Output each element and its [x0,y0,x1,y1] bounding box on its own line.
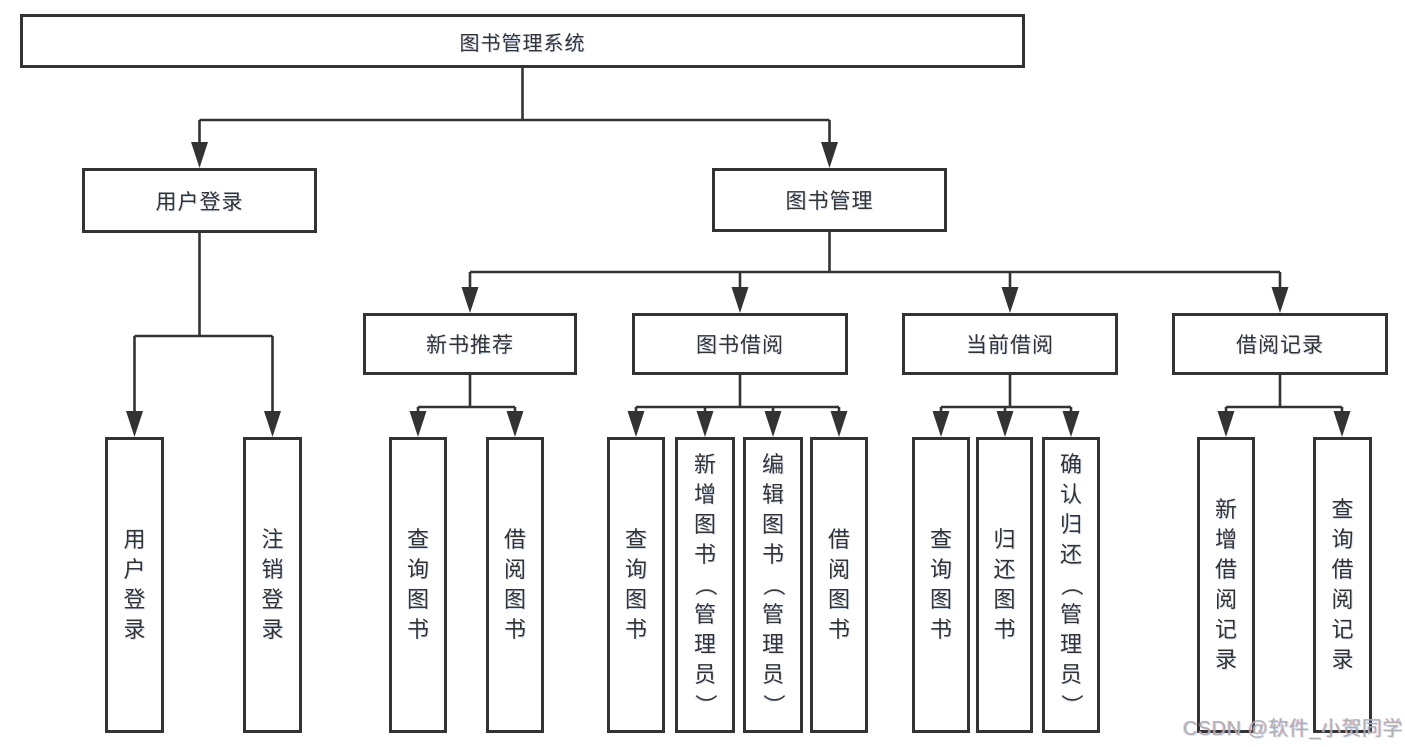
node-label: 查询图书 [624,527,647,642]
leaf-borrow-borrow-book: 借阅图书 [810,437,868,733]
leaf-current-confirm-return-admin: 确认归还（管理员） [1042,437,1100,733]
node-label: 新增借阅记录 [1214,497,1237,672]
node-label: 借阅记录 [1236,334,1324,357]
node-book-management: 图书管理 [712,168,947,232]
node-label: 查询图书 [929,527,952,642]
node-label: 查询借阅记录 [1331,497,1354,672]
node-borrow-record: 借阅记录 [1172,313,1388,375]
leaf-record-query: 查询借阅记录 [1313,437,1372,733]
node-label: 图书管理 [785,190,874,213]
node-label: 编辑图书（管理员） [760,452,786,717]
node-user-login: 用户登录 [82,168,317,233]
leaf-recommend-borrow-book: 借阅图书 [486,437,544,733]
leaf-borrow-add-book-admin: 新增图书（管理员） [675,437,735,733]
node-label: 确认归还（管理员） [1058,452,1084,717]
node-label: 新书推荐 [426,334,514,357]
leaf-borrow-edit-book-admin: 编辑图书（管理员） [743,437,803,733]
node-label: 新增图书（管理员） [692,452,718,717]
leaf-borrow-query-book: 查询图书 [607,437,665,733]
node-label: 当前借阅 [966,334,1054,357]
leaf-record-add: 新增借阅记录 [1197,437,1255,733]
node-library-management-system: 图书管理系统 [20,14,1025,68]
arrowheads [126,142,1351,437]
node-current-borrow: 当前借阅 [902,313,1118,375]
node-label: 用户登录 [123,527,146,642]
node-label: 借阅图书 [827,527,850,642]
node-label: 借阅图书 [503,527,526,642]
node-label: 图书借阅 [696,334,784,357]
leaf-recommend-query-book: 查询图书 [389,437,447,733]
node-label: 归还图书 [993,527,1016,642]
node-new-book-recommend: 新书推荐 [363,313,577,375]
node-label: 图书管理系统 [459,32,586,55]
node-label: 查询图书 [406,527,429,642]
leaf-current-return-book: 归还图书 [976,437,1033,733]
leaf-logout: 注销登录 [243,437,302,733]
leaf-current-query-book: 查询图书 [912,437,970,733]
node-label: 用户登录 [155,190,244,214]
csdn-watermark: CSDN @软件_小贺同学 [1183,718,1404,740]
node-book-borrow: 图书借阅 [632,313,848,375]
node-label: 注销登录 [261,527,284,642]
leaf-user-login: 用户登录 [105,437,164,733]
